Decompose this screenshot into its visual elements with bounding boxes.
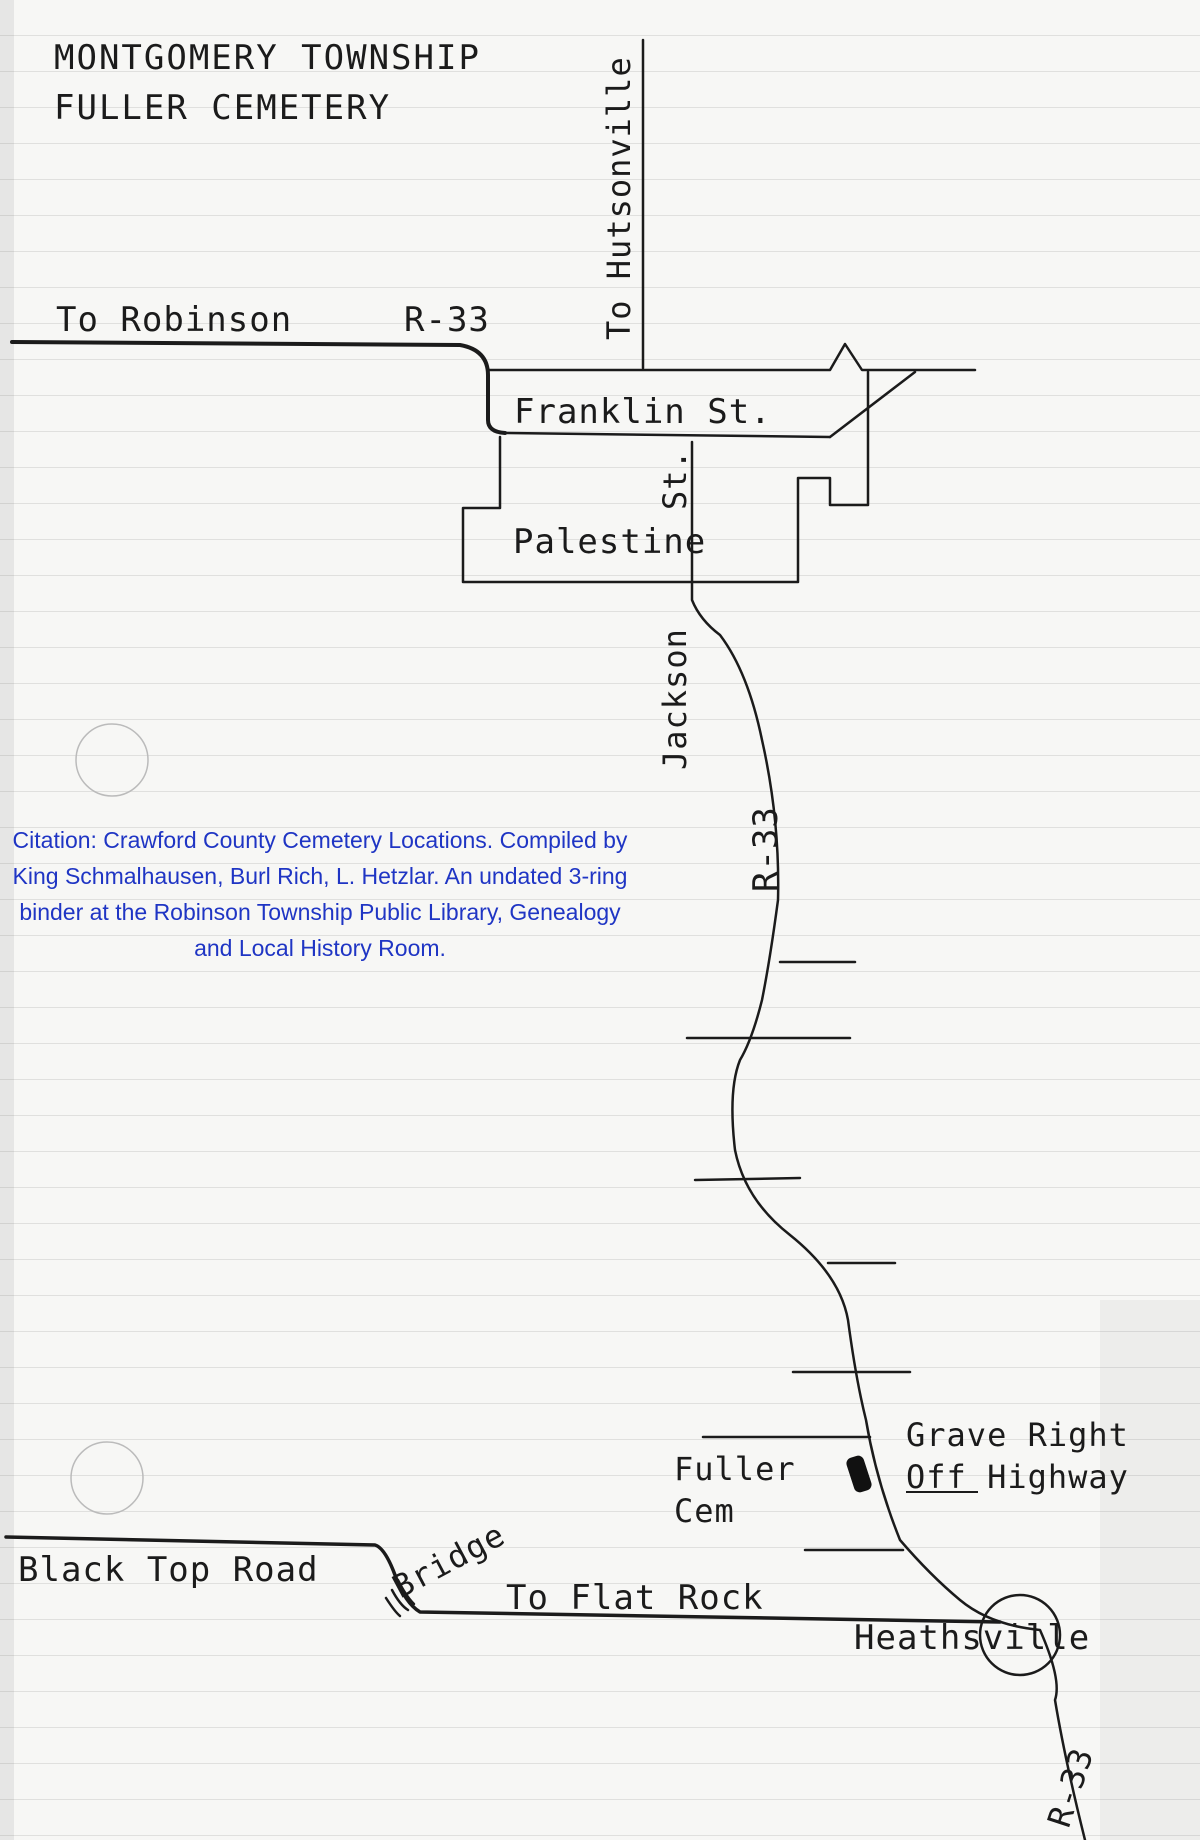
label-black-top-road: Black Top Road [18,1550,319,1590]
franklin-street-lower [503,431,832,439]
bridge-mark [384,1578,416,1618]
hole-punch [70,1441,144,1515]
map-title-line2: FULLER CEMETERY [54,88,392,128]
label-r33-mid: R-33 [746,806,786,892]
underline-mark [906,1491,978,1493]
label-jackson: Jackson [656,628,694,770]
grave-marker-icon [846,1455,872,1493]
franklin-street [486,342,977,372]
label-to-hutsonville: To Hutsonville [600,56,638,340]
paper-speckle [0,0,14,1840]
map-title-line1: MONTGOMERY TOWNSHIP [54,38,481,78]
hole-punch [75,723,149,797]
heathsville-circle [978,1593,1062,1677]
palestine-outline [461,370,870,584]
label-off-highway: Off Highway [906,1458,1129,1496]
label-franklin-street: Franklin St. [514,392,772,432]
label-to-flat-rock: To Flat Rock [506,1578,764,1618]
citation-text: Citation: Crawford County Cemetery Locat… [12,827,628,961]
crossroad-3 [693,1176,802,1182]
label-grave-right: Grave Right [906,1416,1129,1454]
label-palestine: Palestine [513,522,707,562]
label-to-robinson: To Robinson [56,300,293,340]
label-st: St. [656,449,694,510]
label-heathsville: Heathsville [854,1618,1091,1658]
label-cem: Cem [674,1492,735,1530]
franklin-diagonal [828,370,917,439]
label-r33-top: R-33 [404,300,490,340]
black-top-road [4,1535,1002,1624]
route-33-south [690,440,1087,1840]
label-fuller: Fuller [674,1450,796,1488]
paper-speckle [1100,1300,1200,1840]
road-to-robinson [10,340,507,435]
